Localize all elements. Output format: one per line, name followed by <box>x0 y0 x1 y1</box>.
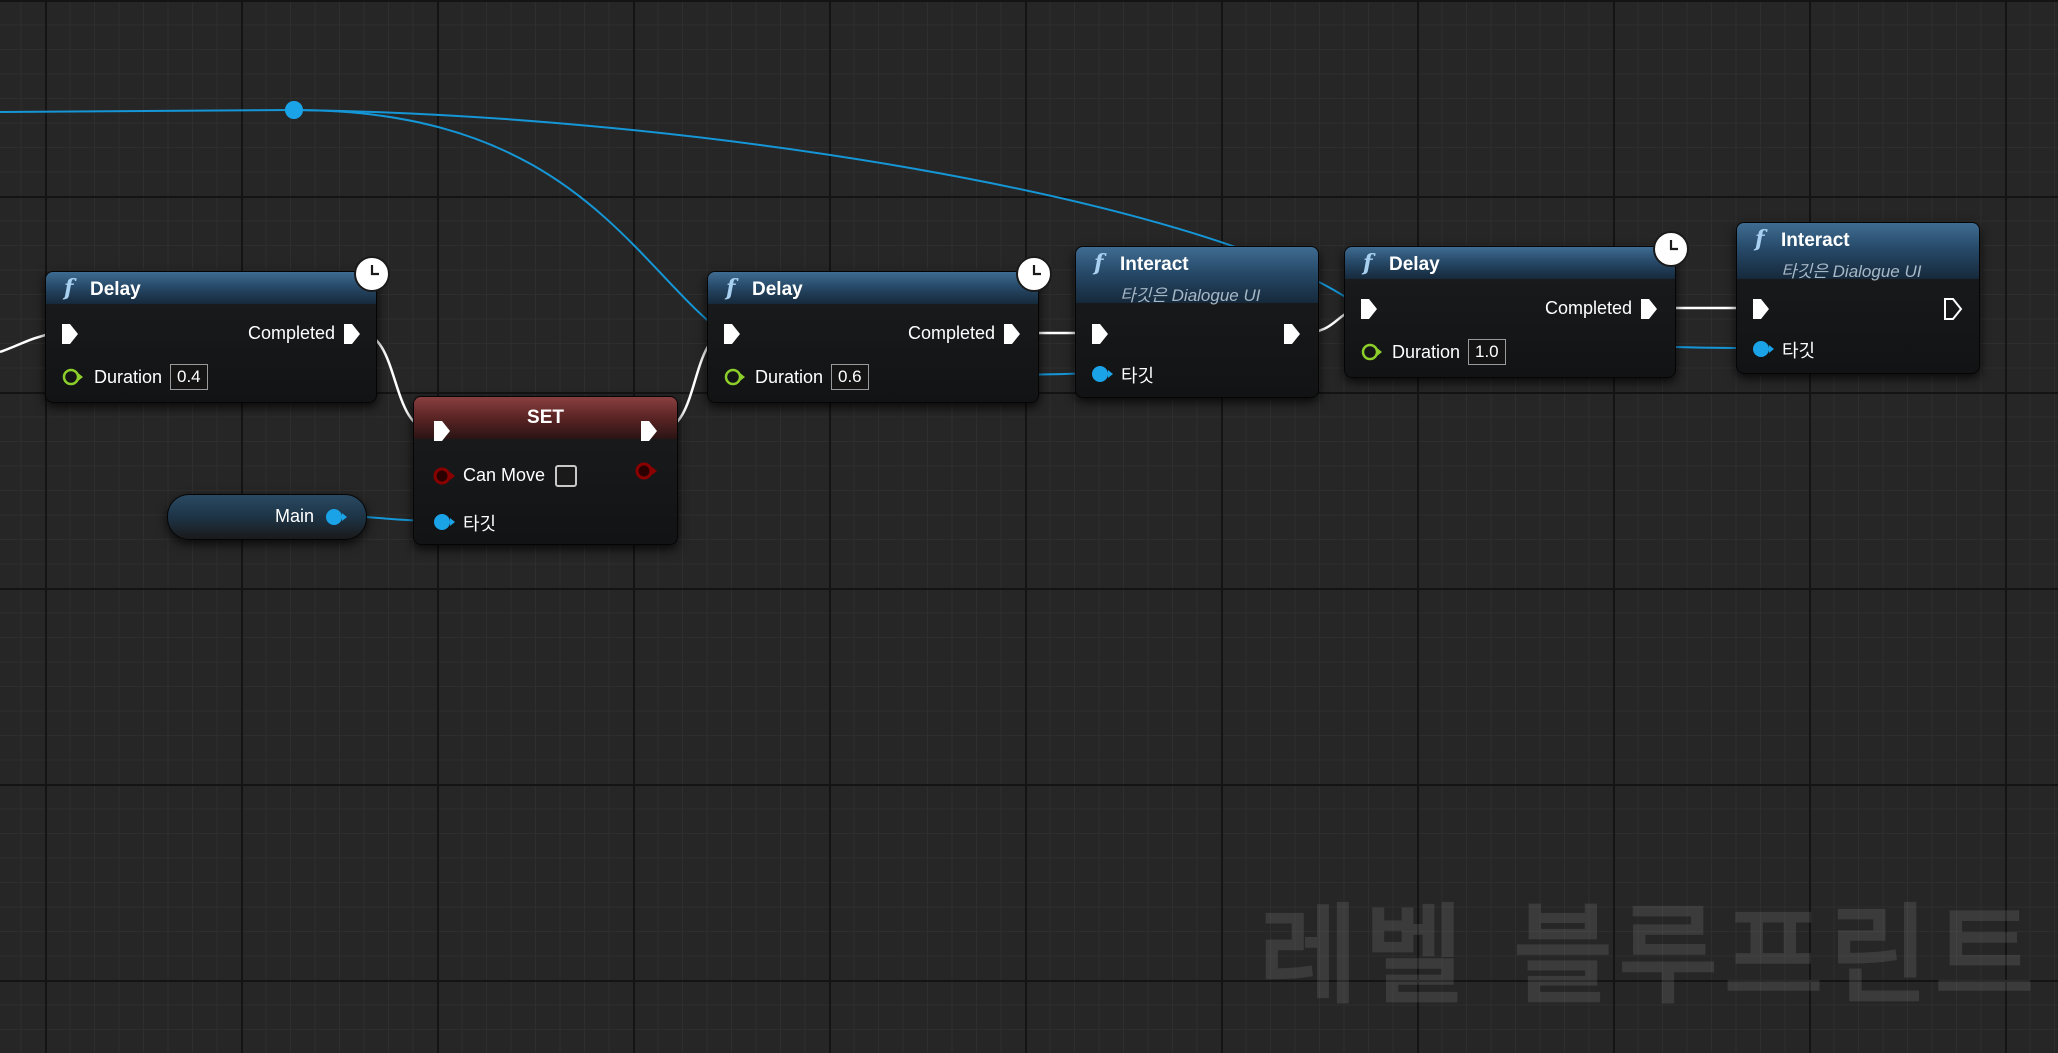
target-label: 타깃 <box>463 514 497 534</box>
bool-pin-icon[interactable] <box>432 466 456 486</box>
level-blueprint-watermark: 레벨 블루프린트 <box>1258 894 2040 1019</box>
delay-node-3[interactable]: f Delay Completed Duration 1.0 <box>1344 246 1676 378</box>
set-node[interactable]: SET Can Move 타깃 <box>413 396 678 545</box>
object-pin-icon[interactable] <box>432 512 456 532</box>
exec-out-pin-icon[interactable] <box>1002 322 1022 346</box>
object-wire-source[interactable] <box>0 109 295 113</box>
duration-label: Duration <box>94 367 163 387</box>
exec-out-pin-icon[interactable] <box>1282 322 1302 346</box>
duration-value-field[interactable]: 0.6 <box>831 364 869 390</box>
function-icon: f <box>1755 226 1765 252</box>
duration-value-field[interactable]: 1.0 <box>1468 339 1506 365</box>
target-label: 타깃 <box>1121 366 1155 386</box>
node-header[interactable]: f Delay <box>1345 247 1675 279</box>
node-title: SET <box>527 407 564 428</box>
can-move-checkbox[interactable] <box>555 465 577 487</box>
node-title: Delay <box>1389 254 1440 275</box>
exec-out-pin-icon[interactable] <box>342 322 362 346</box>
node-header[interactable]: f Interact 타깃은 Dialogue UI <box>1737 223 1979 281</box>
function-icon: f <box>1363 250 1373 276</box>
clock-icon <box>1016 256 1052 292</box>
clock-icon <box>1653 231 1689 267</box>
completed-label: Completed <box>908 323 996 343</box>
function-icon: f <box>726 275 736 301</box>
exec-in-pin-icon[interactable] <box>1751 297 1771 321</box>
float-pin-icon[interactable] <box>62 367 84 387</box>
reroute-node[interactable] <box>285 101 303 119</box>
node-subtitle: 타깃은 Dialogue UI <box>1120 286 1261 305</box>
function-icon: f <box>64 275 74 301</box>
node-subtitle: 타깃은 Dialogue UI <box>1781 262 1922 281</box>
node-title: Interact <box>1781 230 1850 251</box>
set-node-header[interactable]: SET <box>414 397 677 439</box>
exec-in-pin-icon[interactable] <box>722 322 742 346</box>
duration-label: Duration <box>1392 342 1461 362</box>
completed-label: Completed <box>248 323 336 343</box>
float-pin-icon[interactable] <box>724 367 746 387</box>
target-label: 타깃 <box>1782 341 1816 361</box>
node-header[interactable]: f Delay <box>46 272 376 304</box>
duration-value-field[interactable]: 0.4 <box>170 364 208 390</box>
completed-label: Completed <box>1545 298 1633 318</box>
exec-out-pin-icon[interactable] <box>1943 297 1963 321</box>
bool-out-pin-icon[interactable] <box>634 461 658 481</box>
node-title: Delay <box>752 279 803 300</box>
object-pin-icon[interactable] <box>324 507 348 527</box>
node-title: Interact <box>1120 254 1189 275</box>
exec-in-pin-icon[interactable] <box>1359 297 1379 321</box>
interact-node-2[interactable]: f Interact 타깃은 Dialogue UI 타깃 <box>1736 222 1980 374</box>
exec-in-pin-icon[interactable] <box>432 419 452 443</box>
exec-out-pin-icon[interactable] <box>1639 297 1659 321</box>
delay-node-1[interactable]: f Delay Completed Duration 0.4 <box>45 271 377 403</box>
delay-node-2[interactable]: f Delay Completed Duration 0.6 <box>707 271 1039 403</box>
clock-icon <box>354 256 390 292</box>
node-header[interactable]: f Delay <box>708 272 1038 304</box>
variable-label: Main <box>275 506 315 526</box>
exec-in-pin-icon[interactable] <box>1090 322 1110 346</box>
duration-label: Duration <box>755 367 824 387</box>
float-pin-icon[interactable] <box>1361 342 1383 362</box>
node-title: Delay <box>90 279 141 300</box>
can-move-label: Can Move <box>463 465 546 485</box>
node-header[interactable]: f Interact 타깃은 Dialogue UI <box>1076 247 1318 305</box>
exec-in-pin-icon[interactable] <box>60 322 80 346</box>
object-pin-icon[interactable] <box>1751 339 1775 359</box>
interact-node-1[interactable]: f Interact 타깃은 Dialogue UI 타깃 <box>1075 246 1319 398</box>
exec-out-pin-icon[interactable] <box>639 419 659 443</box>
object-pin-icon[interactable] <box>1090 364 1114 384</box>
main-variable-node[interactable]: Main <box>167 494 367 540</box>
function-icon: f <box>1094 250 1104 276</box>
